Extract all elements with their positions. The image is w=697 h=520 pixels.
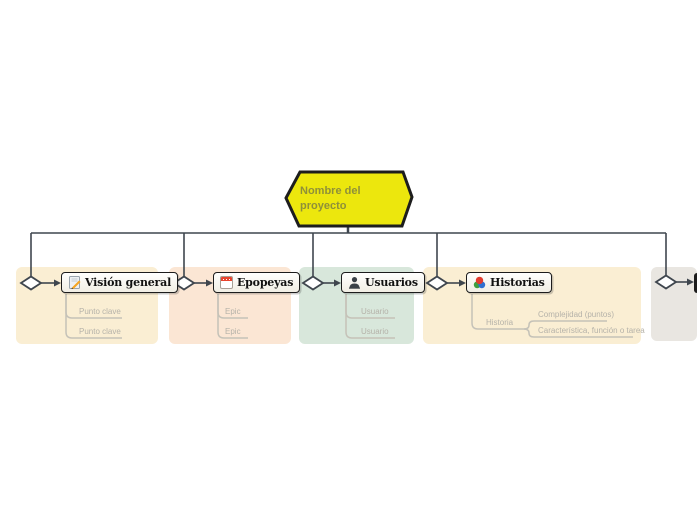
subtopic-complejidad[interactable]: Complejidad (puntos) — [538, 310, 615, 319]
root-topic[interactable] — [281, 168, 417, 230]
topic-label: Visión general — [85, 276, 172, 289]
subtopic-historia[interactable]: Historia — [486, 318, 514, 327]
collapse-toggle-vision-general[interactable] — [19, 275, 43, 291]
subtopic-punto-clave-1[interactable]: Punto clave — [79, 307, 121, 316]
topic-label: Usuarios — [365, 276, 418, 289]
user-icon — [349, 277, 360, 289]
stories-icon — [473, 276, 486, 289]
subtopic-usuario-2[interactable]: Usuario — [361, 327, 389, 336]
calendar-icon: 17 — [220, 276, 233, 289]
collapse-toggle-usuarios[interactable] — [301, 275, 325, 291]
collapse-toggle-epopeyas[interactable] — [172, 275, 196, 291]
subtopic-epic-2[interactable]: Epic — [225, 327, 241, 336]
topic-historias[interactable]: Historias — [466, 272, 552, 293]
topic-label: Historias — [490, 276, 545, 289]
topic-label: Epopeyas — [237, 276, 294, 289]
root-topic-shape[interactable] — [284, 170, 414, 228]
arrowheads — [54, 278, 694, 287]
subtopic-lines — [65, 294, 633, 339]
collapse-toggle-partial[interactable] — [654, 274, 678, 290]
topic-vision-general[interactable]: Visión general — [61, 272, 179, 293]
collapse-toggle-historias[interactable] — [425, 275, 449, 291]
topic-epopeyas[interactable]: 17 Epopeyas — [213, 272, 301, 293]
subtopic-epic-1[interactable]: Epic — [225, 307, 241, 316]
notepad-pencil-icon — [69, 276, 81, 289]
subtopic-punto-clave-2[interactable]: Punto clave — [79, 327, 121, 336]
root-topic-label: Nombre del proyecto — [300, 185, 361, 212]
topic-usuarios[interactable]: Usuarios — [341, 272, 425, 293]
subtopic-caracteristica[interactable]: Característica, función o tarea — [538, 326, 645, 335]
subtopic-usuario-1[interactable]: Usuario — [361, 307, 389, 316]
topic-partial-right[interactable] — [694, 273, 697, 293]
tree-lines — [30, 227, 688, 284]
